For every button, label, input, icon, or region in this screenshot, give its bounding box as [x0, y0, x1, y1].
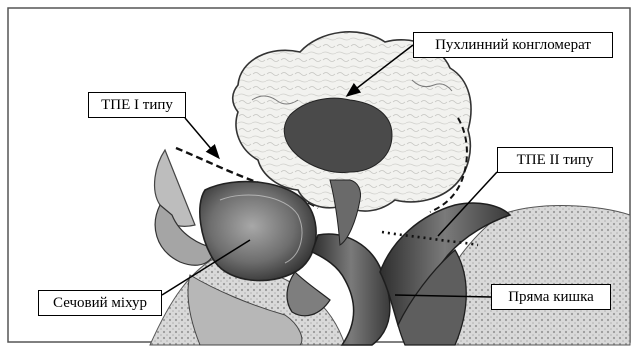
label-tpe-type-1: ТПЕ І типу — [88, 92, 186, 118]
label-tumor-conglomerate: Пухлинний конгломерат — [413, 32, 613, 58]
urinary-bladder — [200, 182, 316, 281]
label-rectum: Пряма кишка — [491, 284, 611, 310]
label-tpe-type-2: ТПЕ ІІ типу — [497, 147, 613, 173]
label-urinary-bladder: Сечовий міхур — [38, 290, 162, 316]
